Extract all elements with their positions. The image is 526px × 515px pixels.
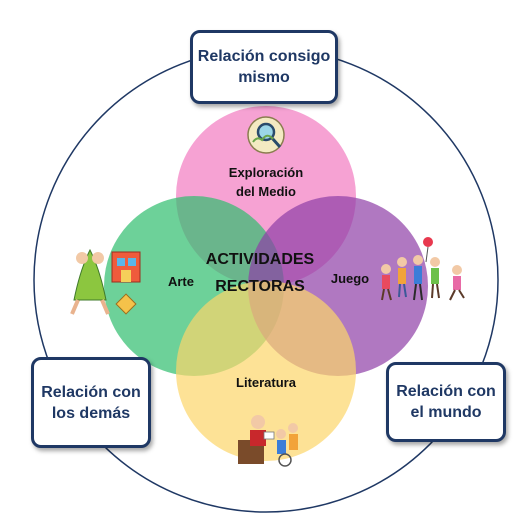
playing-children-icon — [381, 237, 465, 301]
box-relacion-consigo-mismo: Relación consigo mismo — [190, 30, 338, 104]
label-arte: Arte — [168, 274, 194, 289]
box-relacion-con-los-demas: Relación con los demás — [31, 357, 151, 448]
circle-literatura — [176, 281, 356, 461]
box-right-line1: Relación con — [396, 383, 496, 400]
box-top-line1: Relación consigo — [197, 48, 331, 65]
box-relacion-con-el-mundo: Relación con el mundo — [386, 362, 506, 442]
box-left-line2: los demás — [51, 404, 131, 422]
art-supplies-icon — [70, 248, 141, 315]
label-exploracion-1: Exploración — [229, 165, 303, 180]
label-juego: Juego — [331, 271, 369, 286]
center-title-1: ACTIVIDADES — [206, 251, 315, 268]
magnifier-icon — [247, 116, 285, 154]
center-title-2: RECTORAS — [215, 278, 305, 295]
box-right-line2: el mundo — [410, 404, 482, 421]
label-literatura: Literatura — [236, 375, 297, 390]
reading-teacher-icon — [238, 415, 298, 467]
label-exploracion-2: del Medio — [236, 184, 296, 199]
box-top-line2: mismo — [238, 69, 290, 86]
box-left-line1: Relación con — [41, 383, 141, 401]
